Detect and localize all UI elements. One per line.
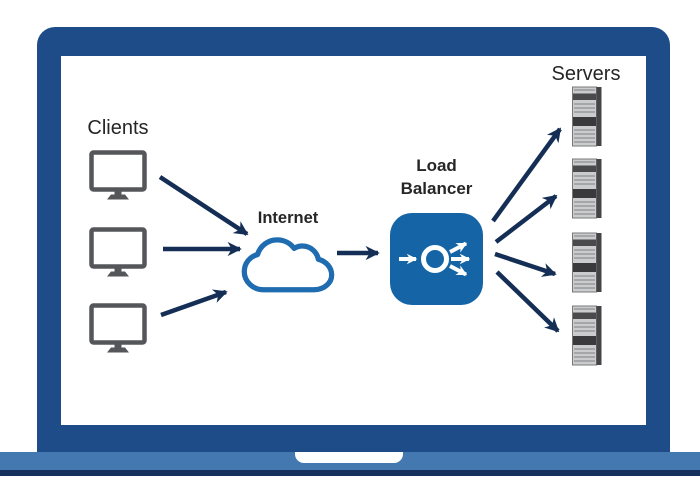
laptop-base-notch xyxy=(295,452,403,463)
laptop-base-edge xyxy=(0,470,700,476)
load-balancer-glyph xyxy=(399,241,471,277)
clients-label: Clients xyxy=(87,117,149,139)
servers-label: Servers xyxy=(551,63,621,85)
desktop-monitor-icon xyxy=(89,303,147,353)
laptop-screen xyxy=(61,56,646,425)
server-rack-icon xyxy=(572,232,602,293)
server-rack-icon xyxy=(572,86,602,147)
desktop-monitor-icon xyxy=(89,227,147,277)
clients-group xyxy=(89,150,147,355)
load-balancer-label: Load Balancer xyxy=(400,156,473,198)
load-balancer-icon xyxy=(390,213,483,305)
server-rack-icon xyxy=(572,305,602,366)
server-rack-icon xyxy=(572,158,602,219)
cloud-icon xyxy=(241,237,335,293)
desktop-monitor-icon xyxy=(89,150,147,200)
servers-group xyxy=(572,86,602,371)
internet-label: Internet xyxy=(257,209,319,227)
